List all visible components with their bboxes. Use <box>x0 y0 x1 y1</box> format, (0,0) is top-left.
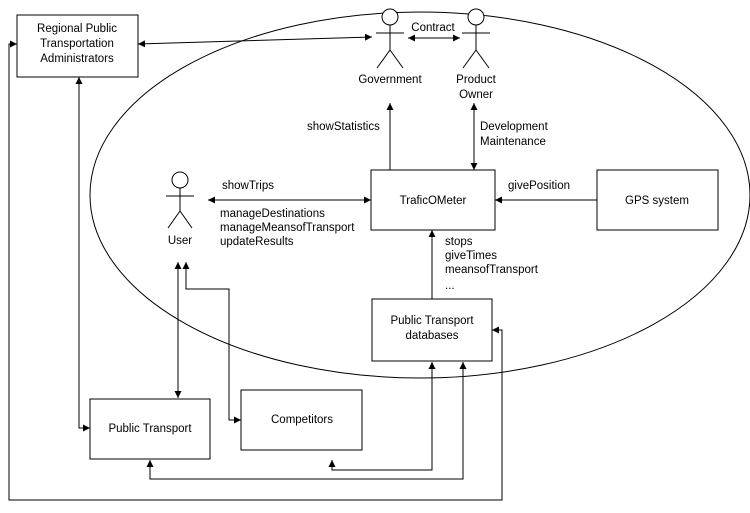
user-label: User <box>168 235 192 247</box>
competitors-label: Competitors <box>271 414 333 426</box>
public-transport-node[interactable]: Public Transport <box>89 398 211 460</box>
pt-databases-node[interactable]: Public Transport databases <box>371 298 493 362</box>
edge-regional-government <box>137 33 373 48</box>
regional-line2: Transportation <box>40 38 114 50</box>
development-label: Development <box>480 121 549 133</box>
edge-pt-databases-public-transport <box>146 362 467 480</box>
edge-regional-pt-databases <box>8 40 503 501</box>
pt-databases-line1: Public Transport <box>390 315 474 327</box>
traficometer-label: TraficOMeter <box>400 195 467 207</box>
user-actor[interactable]: User <box>166 171 194 247</box>
manage-destinations-label: manageDestinations <box>220 208 325 220</box>
product-owner-line2: Owner <box>459 89 493 101</box>
pt-databases-line2: databases <box>405 330 458 342</box>
regional-line1: Regional Public <box>37 23 117 35</box>
update-results-label: updateResults <box>220 236 294 248</box>
public-transport-label: Public Transport <box>108 423 192 435</box>
government-stick-figure-icon <box>376 8 404 69</box>
ellipsis-label: ... <box>445 280 455 292</box>
product-owner-stick-figure-icon <box>462 8 490 69</box>
maintenance-label: Maintenance <box>480 136 546 148</box>
edge-regional-public-transport <box>75 77 90 432</box>
gps-system-node[interactable]: GPS system <box>596 169 719 231</box>
traficometer-node[interactable]: TraficOMeter <box>370 169 496 231</box>
give-position-label: givePosition <box>508 180 570 192</box>
show-trips-label: showTrips <box>222 180 274 192</box>
contract-label: Contract <box>411 22 455 34</box>
government-actor[interactable]: Government <box>358 8 422 86</box>
government-label: Government <box>358 74 422 86</box>
means-of-transport-label: meansofTransport <box>445 264 539 276</box>
gps-system-label: GPS system <box>625 195 689 207</box>
show-statistics-label: showStatistics <box>307 121 380 133</box>
product-owner-line1: Product <box>456 74 496 86</box>
user-stick-figure-icon <box>166 171 194 229</box>
competitors-node[interactable]: Competitors <box>240 389 363 451</box>
manage-means-label: manageMeansofTransport <box>220 222 355 234</box>
regional-administrators-node[interactable]: Regional Public Transportation Administr… <box>16 14 139 78</box>
product-owner-actor[interactable]: Product Owner <box>456 8 497 101</box>
give-times-label: giveTimes <box>445 250 497 262</box>
regional-line3: Administrators <box>40 53 114 65</box>
stops-label: stops <box>445 236 473 248</box>
edge-user-competitors <box>182 262 241 424</box>
